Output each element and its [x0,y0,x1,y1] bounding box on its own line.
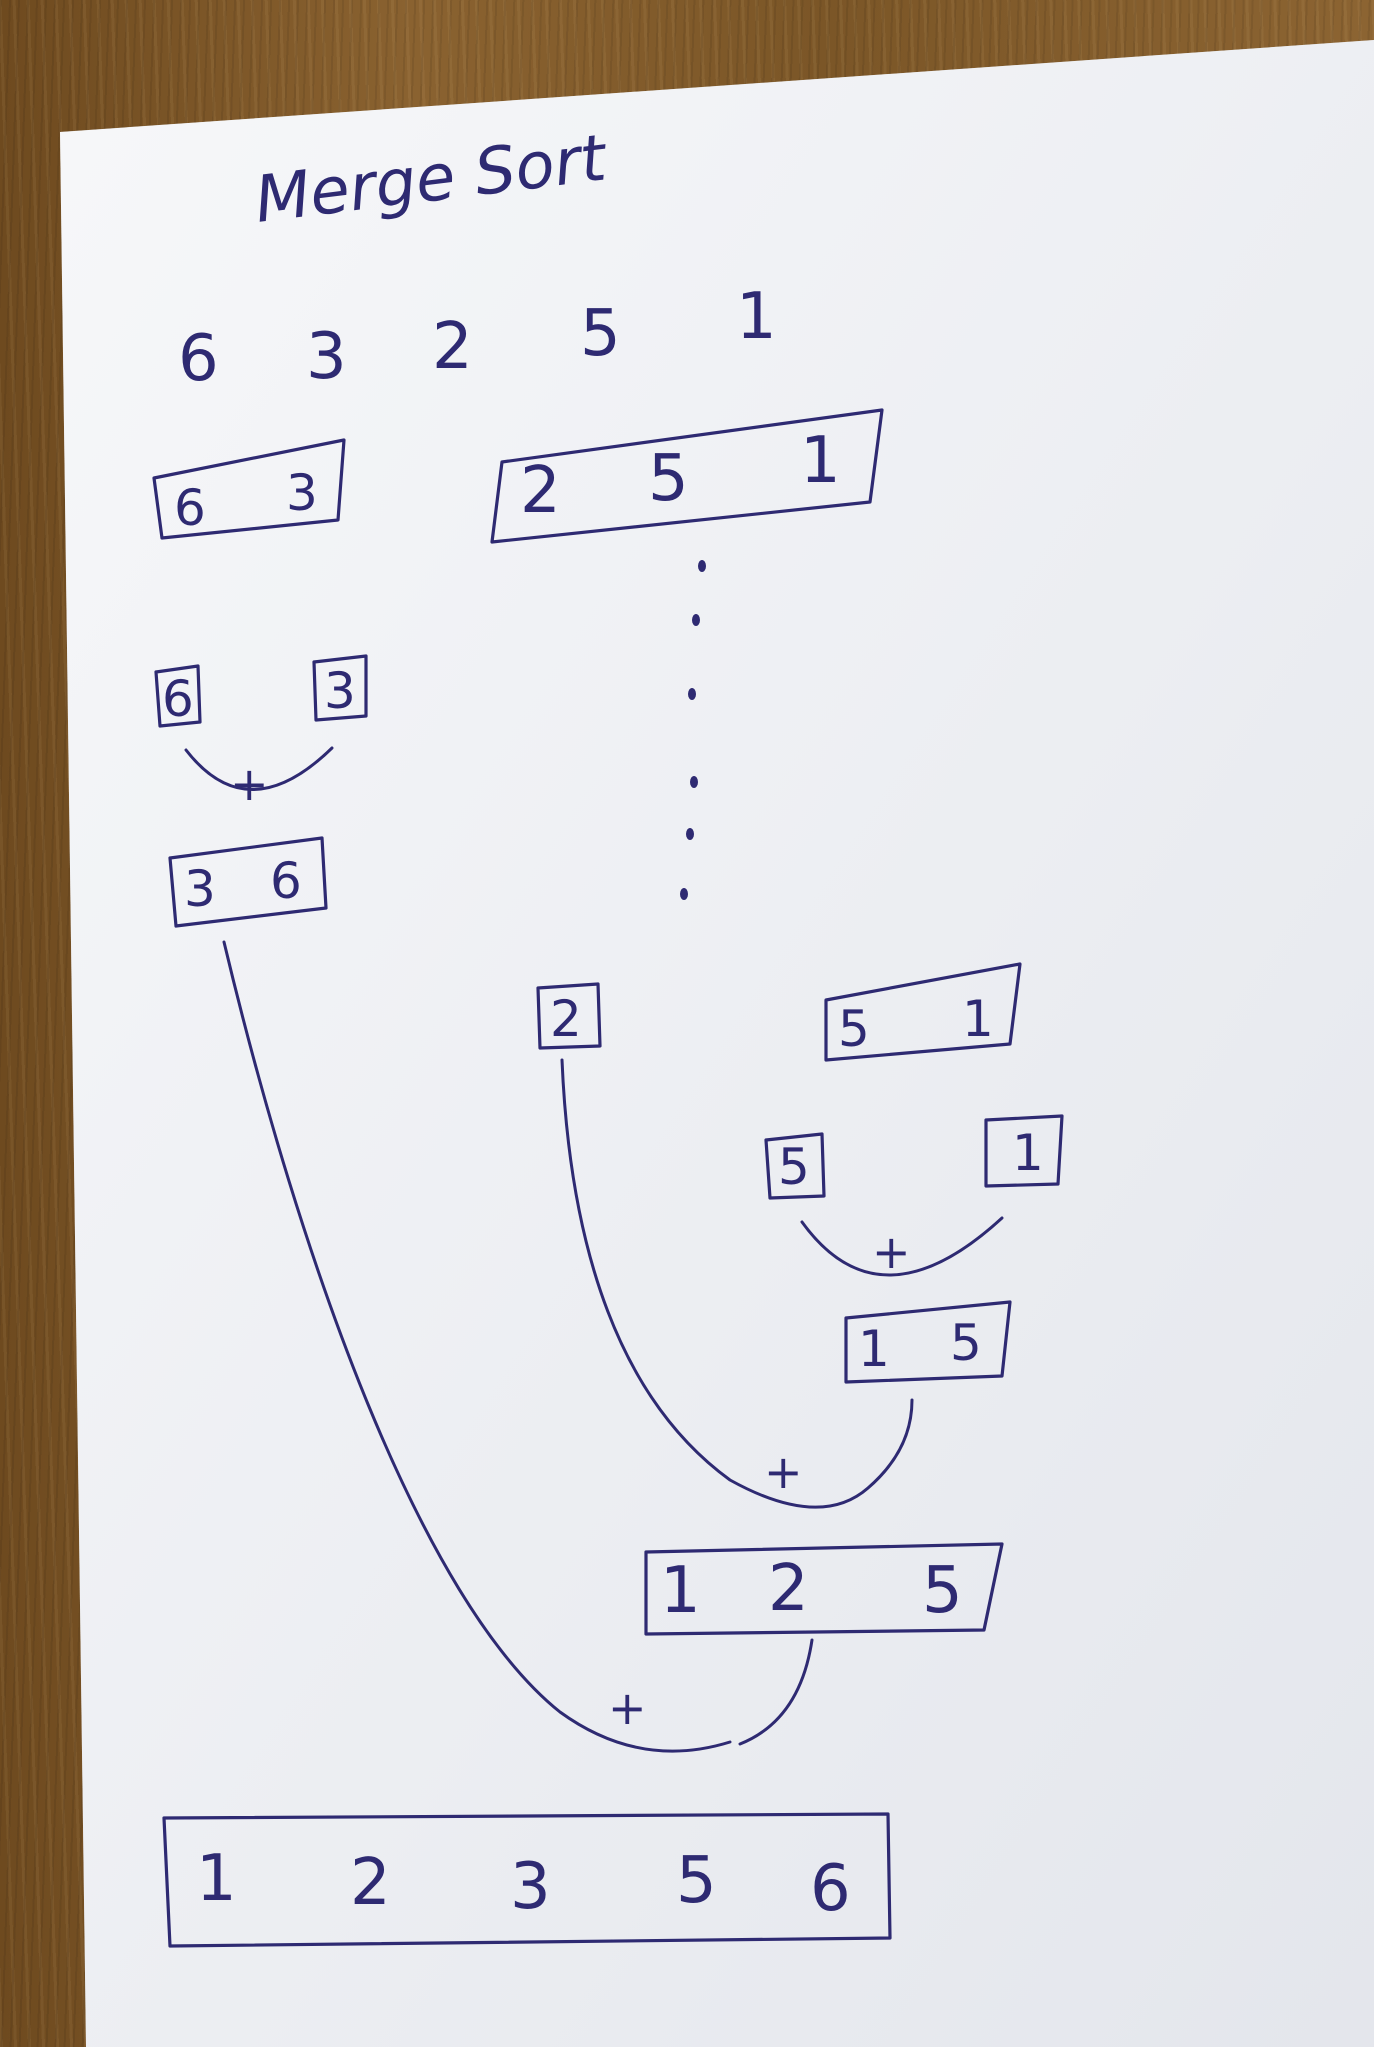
dot [686,828,694,840]
merge-curve [738,1638,814,1746]
right-single: 2 [536,982,602,1050]
input-row: 6 3 2 5 1 [178,280,777,396]
array-value: 5 [648,442,689,516]
input-value: 2 [432,310,473,384]
input-value: 6 [178,322,219,396]
array-box [844,1300,1012,1384]
merge-arc [184,746,334,791]
dot [698,560,706,572]
dotted-continuation [680,560,706,900]
array-value: 3 [324,662,356,720]
left-merged-array: 3 6 [168,836,328,928]
split-left-array: 6 3 [152,438,346,540]
array-value: 3 [286,464,318,522]
array-value: 1 [858,1320,890,1378]
array-box [162,1812,892,1948]
array-value: 5 [676,1844,717,1918]
array-box [536,982,602,1050]
plus-sign: + [764,1445,803,1499]
array-value: 5 [922,1554,963,1628]
right-merged-array: 1 2 5 [644,1542,1004,1636]
final-sorted-array: 1 2 3 5 6 [162,1812,892,1948]
right-pair-merged-array: 1 5 [844,1300,1012,1384]
dot [690,776,698,788]
array-value: 2 [520,454,561,528]
array-value: 2 [768,1552,809,1626]
array-box [644,1542,1004,1636]
array-value: 1 [962,990,994,1048]
dot [692,614,700,626]
array-value: 5 [838,1000,870,1058]
array-value: 2 [350,1846,391,1920]
merge-curve [222,940,732,1753]
dot [688,688,696,700]
array-value: 1 [196,1842,237,1916]
array-box [764,1132,826,1200]
dot [680,888,688,900]
array-value: 6 [810,1852,851,1926]
array-box [824,962,1022,1062]
array-box [312,654,368,722]
right-pair-single-a: 5 [764,1132,826,1200]
array-value: 2 [550,990,582,1048]
array-value: 1 [800,424,841,498]
plus-sign: + [608,1681,647,1735]
left-single-b: 3 [312,654,368,722]
merge-curve [560,1058,914,1509]
plus-sign: + [230,757,269,811]
right-pair-single-b: 1 [984,1114,1064,1188]
array-box [168,836,328,928]
array-value: 1 [1012,1124,1044,1182]
array-value: 3 [184,860,216,918]
array-value: 5 [778,1138,810,1196]
array-value: 6 [270,852,302,910]
array-box [152,438,346,540]
array-value: 1 [660,1554,701,1628]
array-value: 5 [950,1314,982,1372]
input-value: 5 [580,297,621,371]
merge-arc [800,1216,1004,1277]
array-box [154,664,202,728]
left-single-a: 6 [154,664,202,728]
array-value: 6 [174,479,206,537]
array-box [984,1114,1064,1188]
array-box [490,408,884,544]
paper-shade [60,40,1374,2047]
right-pair-array: 5 1 [824,962,1022,1062]
plus-sign: + [872,1225,911,1279]
input-value: 3 [306,320,347,394]
input-value: 1 [736,280,777,354]
array-value: 3 [510,1850,551,1924]
split-right-array: 2 5 1 [490,408,884,544]
array-value: 6 [162,670,194,728]
